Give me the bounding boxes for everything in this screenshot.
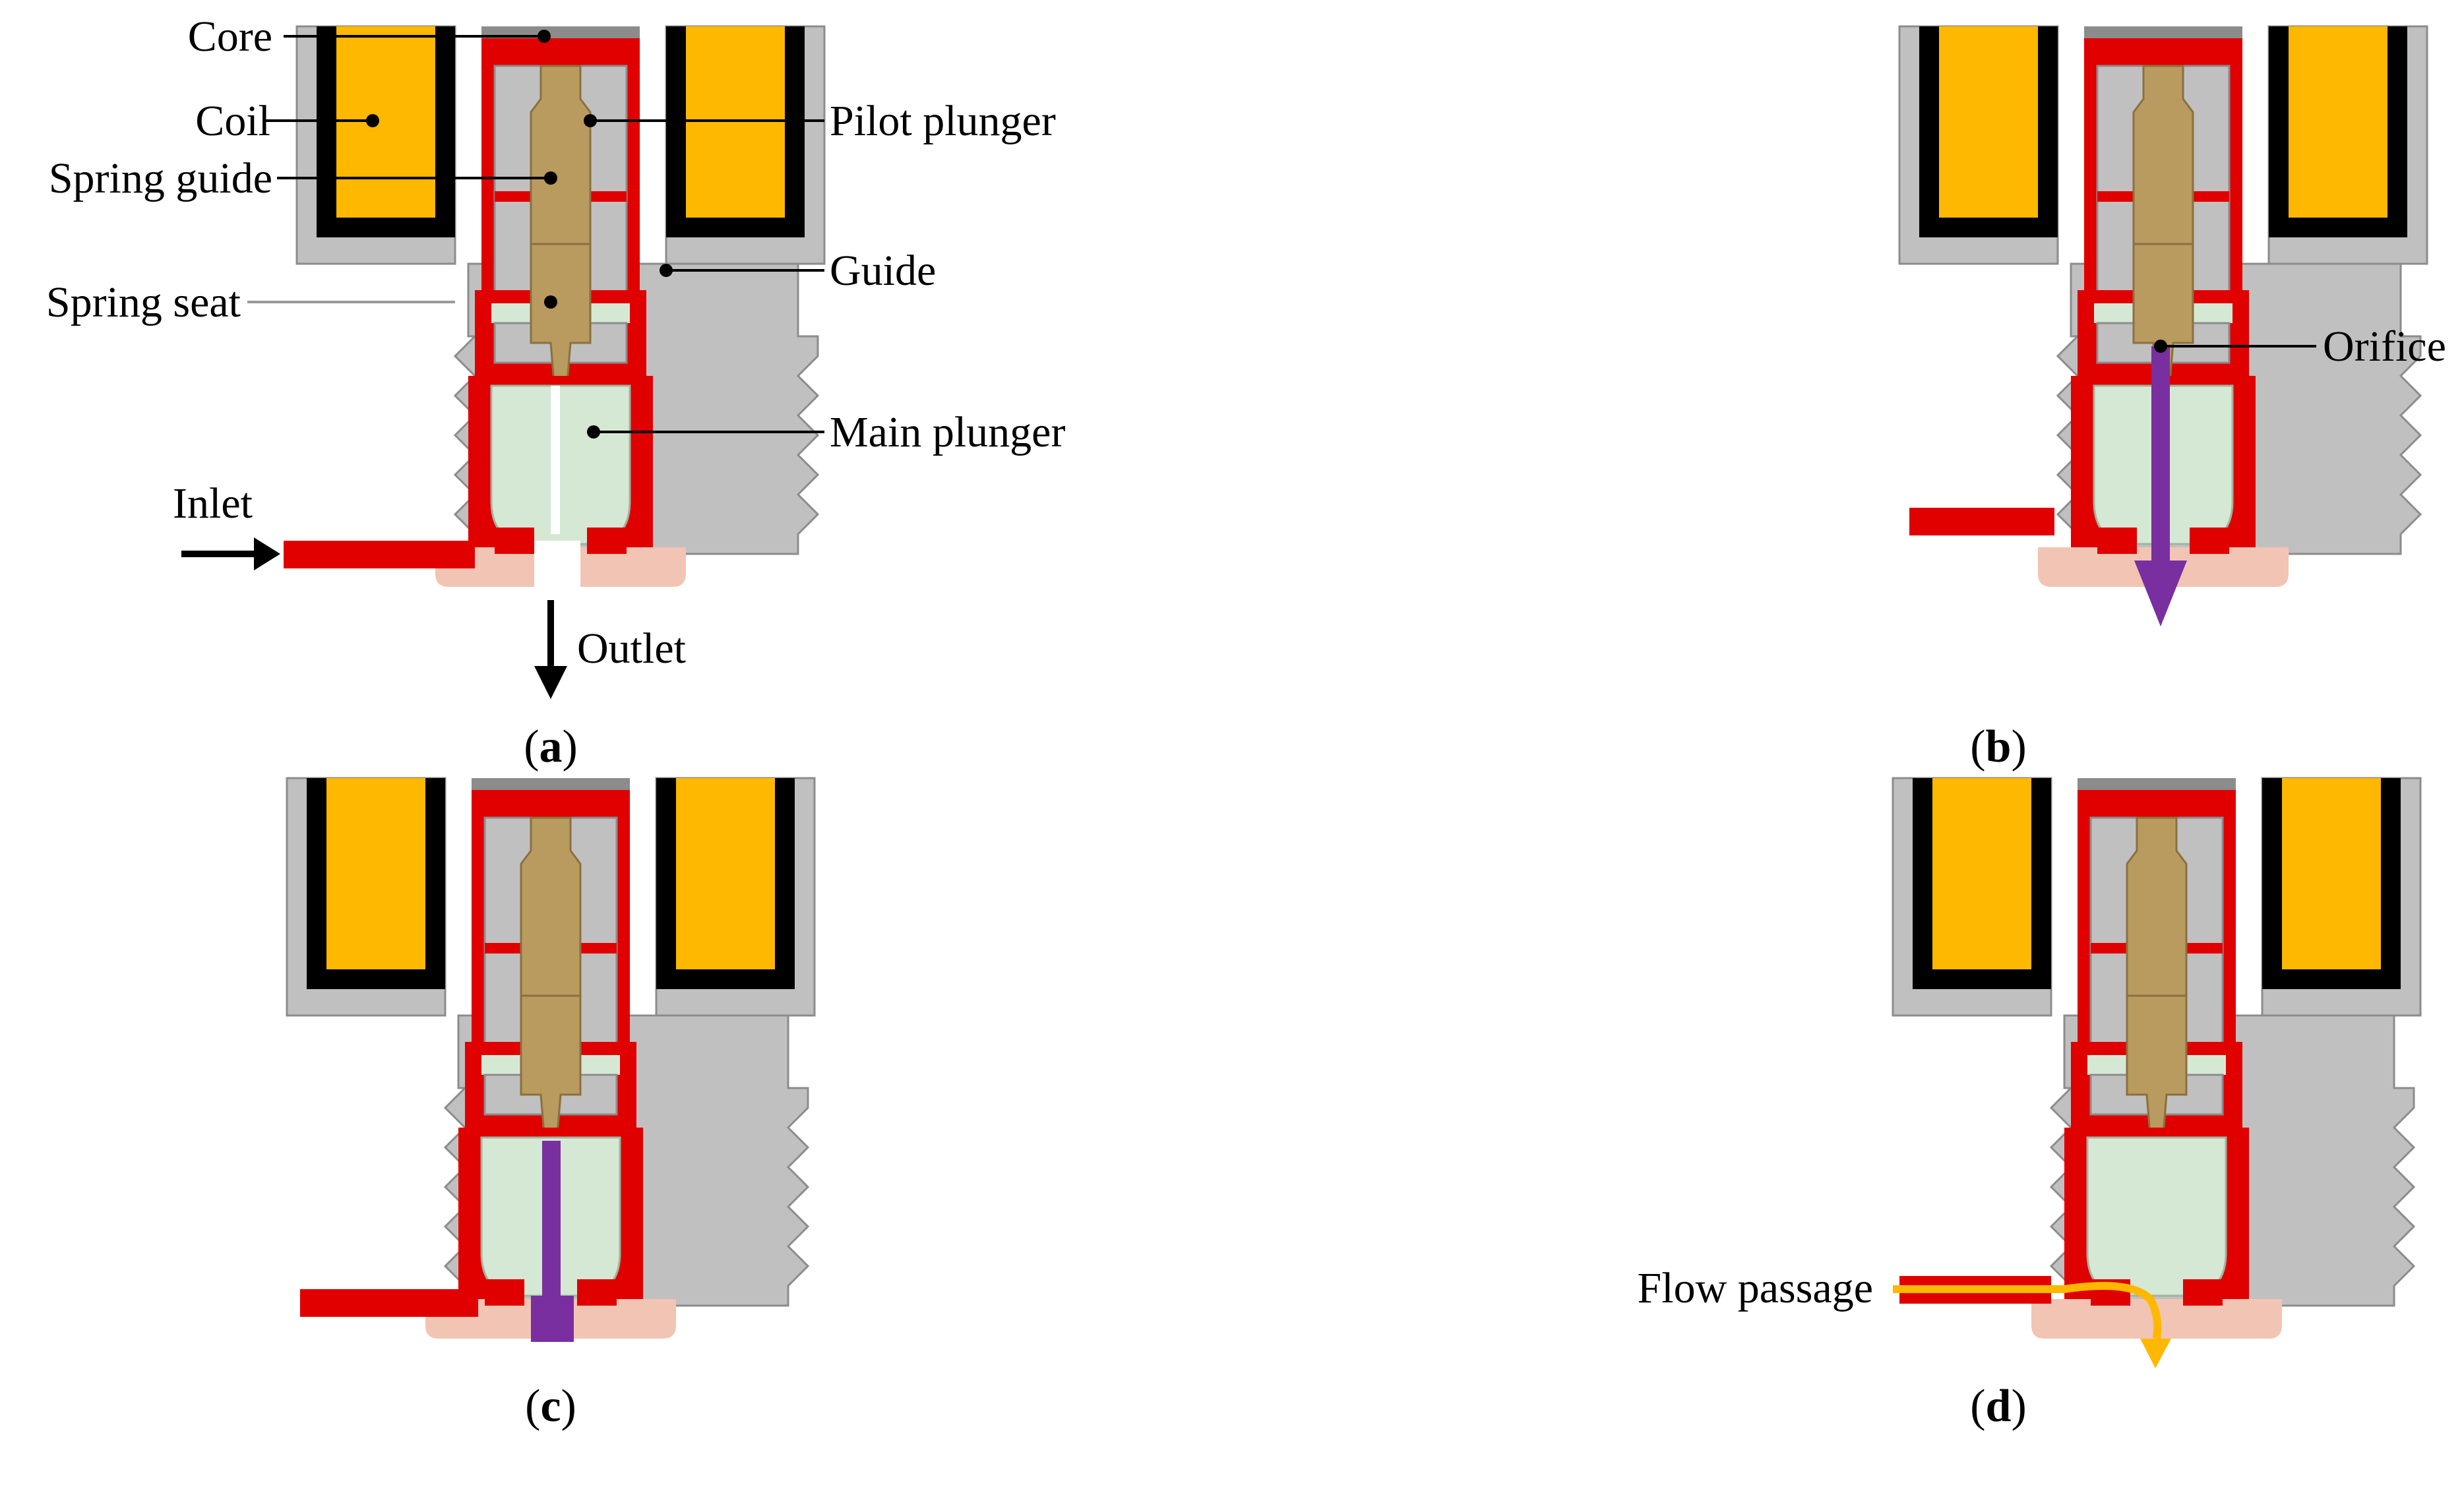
- panel-d: Flow passage (d): [1638, 777, 2422, 1432]
- caption-d: (d): [1970, 1381, 2027, 1432]
- inlet-pipe: [284, 541, 475, 568]
- panel-c: (c): [286, 777, 816, 1432]
- pilot-channel: [551, 386, 560, 534]
- label-outlet: Outlet: [577, 624, 686, 673]
- panel-a: Core Coil Spring guide Spring seat Pilot…: [46, 13, 1066, 772]
- label-orifice: Orifice: [2323, 322, 2446, 371]
- inlet-pipe: [300, 1289, 478, 1317]
- inlet-arrowhead: [254, 537, 280, 570]
- label-pilot-plunger: Pilot plunger: [830, 97, 1056, 145]
- label-core: Core: [188, 13, 272, 61]
- label-spring-seat: Spring seat: [46, 278, 241, 326]
- pilot-flow-outlet: [531, 1296, 574, 1342]
- pilot-flow-arrowhead: [2134, 561, 2187, 626]
- label-flow-passage: Flow passage: [1638, 1264, 1873, 1312]
- leader-lines: [264, 35, 824, 433]
- main-flow-arrowhead: [2140, 1339, 2171, 1368]
- label-main-plunger: Main plunger: [830, 408, 1065, 456]
- caption-c: (c): [525, 1381, 576, 1432]
- main-flow-arrow: [1893, 1282, 2162, 1339]
- caption-a: (a): [524, 721, 578, 772]
- outlet-port: [534, 541, 580, 587]
- outlet-arrowhead: [534, 666, 567, 699]
- caption-b: (b): [1970, 721, 2027, 772]
- inlet-pipe: [1909, 508, 2054, 535]
- pilot-flow-column: [542, 1141, 561, 1312]
- label-coil: Coil: [195, 97, 270, 145]
- label-inlet: Inlet: [173, 479, 253, 528]
- pilot-flow-arrow: [2151, 346, 2170, 564]
- panel-b: Orifice (b): [1898, 25, 2446, 772]
- label-spring-guide: Spring guide: [49, 154, 272, 202]
- label-guide: Guide: [830, 247, 936, 295]
- leader-dots: [366, 30, 673, 439]
- orifice-dot: [2154, 340, 2167, 353]
